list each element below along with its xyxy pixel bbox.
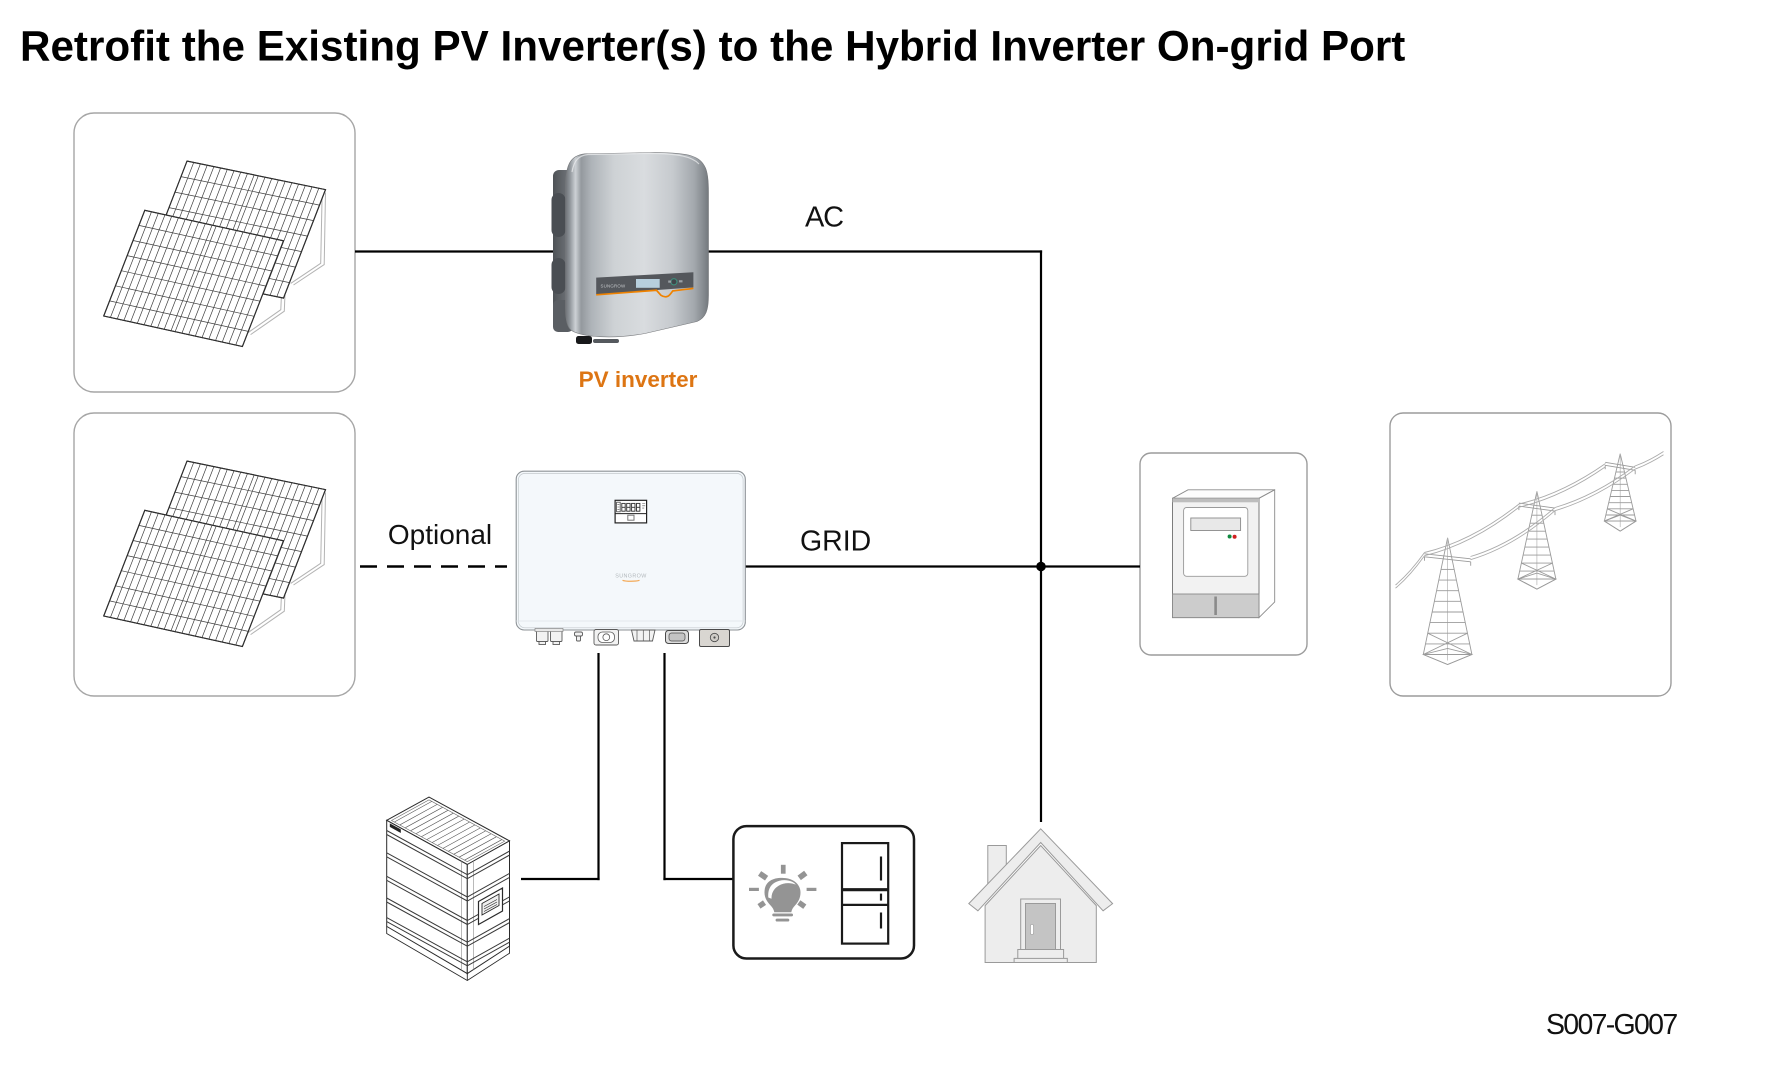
svg-text:S007-G007: S007-G007	[1546, 1009, 1677, 1041]
svg-text:Retrofit the Existing PV Inver: Retrofit the Existing PV Inverter(s) to …	[20, 22, 1405, 69]
svg-text:SUNGROW: SUNGROW	[615, 574, 647, 580]
svg-text:AC: AC	[805, 202, 843, 234]
svg-text:PV inverter: PV inverter	[579, 367, 698, 392]
svg-text:SUNGROW: SUNGROW	[601, 283, 626, 288]
svg-text:GRID: GRID	[800, 526, 871, 558]
svg-text:Optional: Optional	[388, 519, 492, 550]
